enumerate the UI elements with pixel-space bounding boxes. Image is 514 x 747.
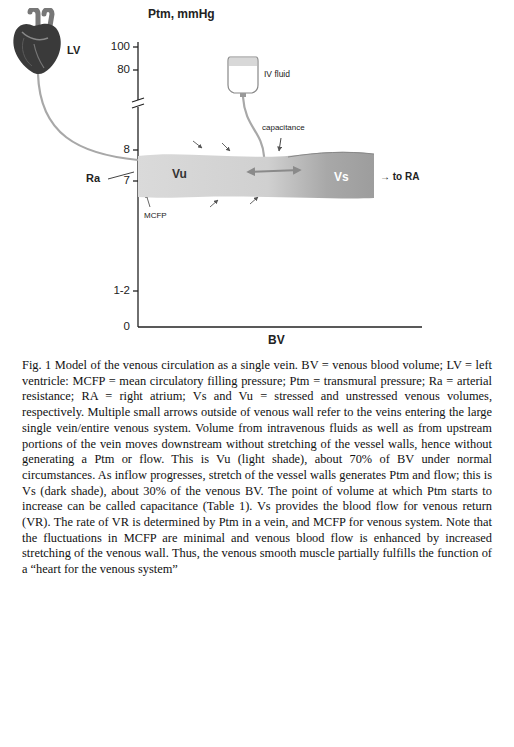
tick-label: 8 xyxy=(124,144,130,156)
volume-label: Vu xyxy=(172,168,187,180)
axes xyxy=(133,42,422,327)
heart-node: LV xyxy=(8,8,88,76)
iv-bag-icon xyxy=(226,55,260,97)
tick-label: 0 xyxy=(124,321,130,333)
capacitance-leader xyxy=(279,138,281,151)
bag-label: IV fluid xyxy=(264,70,290,79)
vessel-line xyxy=(38,74,138,160)
volume-label: Vs xyxy=(334,171,349,183)
outflow-label: → to RA xyxy=(380,172,419,182)
figure-caption: Fig. 1 Model of the venous circulation a… xyxy=(22,358,492,578)
tick-label: 100 xyxy=(111,41,130,53)
vein-band: Vu Vs xyxy=(138,148,378,206)
resistance-label: Ra xyxy=(86,173,100,184)
pressure-label: MCFP xyxy=(144,212,167,220)
tick-label: 80 xyxy=(117,64,130,76)
capacitance-label: capacitance xyxy=(262,124,305,132)
axis-title: Ptm, mmHg xyxy=(148,8,215,20)
chamber-label: LV xyxy=(67,45,80,56)
heart-icon xyxy=(8,8,66,76)
ra-leader xyxy=(108,172,134,179)
axis-title: BV xyxy=(268,334,285,346)
axis-break xyxy=(132,98,144,108)
iv-bag-node: IV fluid xyxy=(226,55,326,97)
tick-label: 1-2 xyxy=(113,285,130,297)
tick-label: 7 xyxy=(124,175,130,187)
